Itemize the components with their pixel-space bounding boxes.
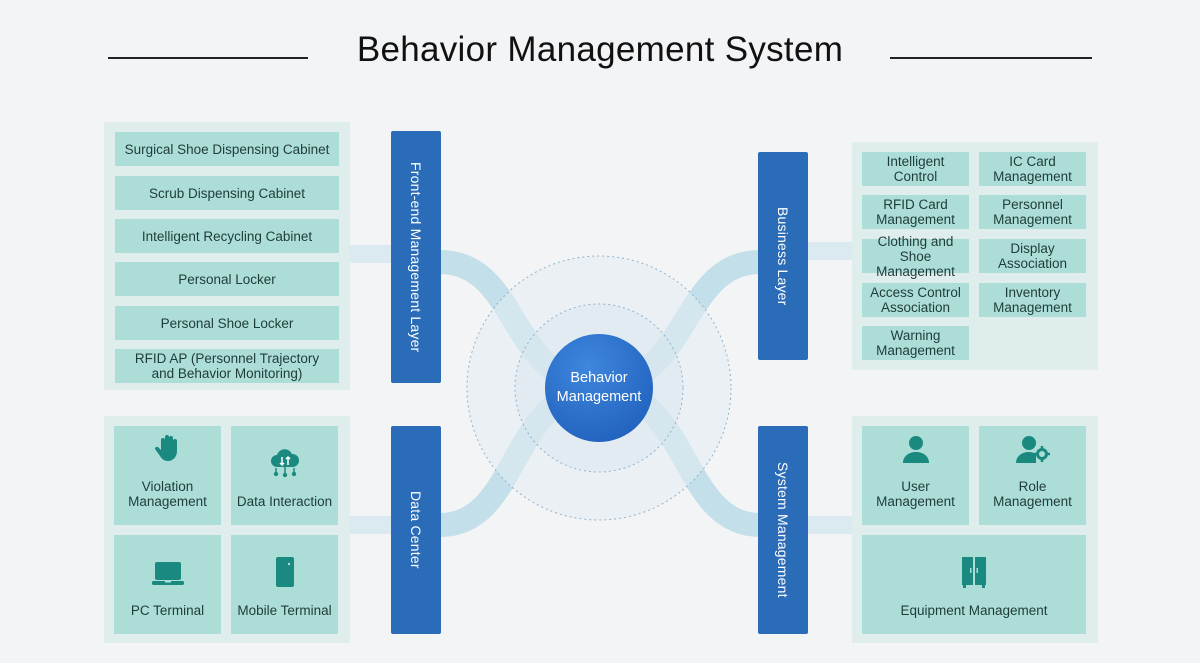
- user-management-card[interactable]: User Management: [862, 426, 969, 525]
- title-rule-right: [890, 57, 1092, 59]
- business-item-clothing-shoe[interactable]: Clothing and Shoe Management: [862, 234, 969, 279]
- business-item-ic-card[interactable]: IC Card Management: [979, 152, 1086, 186]
- violation-management-card[interactable]: Violation Management: [114, 426, 221, 525]
- behavior-management-hub[interactable]: Behavior Management: [545, 334, 653, 442]
- mobile-terminal-card[interactable]: Mobile Terminal: [231, 535, 338, 634]
- business-item-display-association[interactable]: Display Association: [979, 239, 1086, 273]
- user-gear-icon: [1015, 419, 1050, 467]
- front-end-item[interactable]: Personal Locker: [115, 262, 339, 296]
- equipment-management-card[interactable]: Equipment Management: [862, 535, 1086, 634]
- business-item-intelligent-control[interactable]: Intelligent Control: [862, 152, 969, 186]
- front-end-item[interactable]: RFID AP (Personnel Trajectory and Behavi…: [115, 349, 339, 383]
- cabinet-icon: [961, 541, 987, 591]
- front-end-layer-bar[interactable]: Front-end Management Layer: [391, 131, 441, 383]
- user-icon: [901, 419, 931, 467]
- connector-business: [808, 242, 852, 260]
- connector-system: [808, 516, 852, 534]
- business-item-inventory[interactable]: Inventory Management: [979, 283, 1086, 317]
- front-end-item[interactable]: Intelligent Recycling Cabinet: [115, 219, 339, 253]
- role-management-card[interactable]: Role Management: [979, 426, 1086, 525]
- pc-terminal-card[interactable]: PC Terminal: [114, 535, 221, 634]
- mobile-phone-icon: [274, 541, 296, 591]
- cloud-sync-icon: [268, 432, 302, 482]
- connector-data-center: [350, 516, 392, 534]
- front-end-item[interactable]: Personal Shoe Locker: [115, 306, 339, 340]
- connector-front-end: [350, 245, 392, 263]
- business-item-personnel[interactable]: Personnel Management: [979, 195, 1086, 229]
- data-interaction-card[interactable]: Data Interaction: [231, 426, 338, 525]
- business-item-rfid-card[interactable]: RFID Card Management: [862, 195, 969, 229]
- system-management-bar[interactable]: System Management: [758, 426, 808, 634]
- business-layer-bar[interactable]: Business Layer: [758, 152, 808, 360]
- hand-icon: [152, 417, 184, 467]
- front-end-panel: [104, 122, 350, 390]
- business-item-access-control[interactable]: Access Control Association: [862, 283, 969, 317]
- title-rule-left: [108, 57, 308, 59]
- front-end-item[interactable]: Scrub Dispensing Cabinet: [115, 176, 339, 210]
- page-title: Behavior Management System: [356, 30, 844, 69]
- data-center-bar[interactable]: Data Center: [391, 426, 441, 634]
- front-end-item[interactable]: Surgical Shoe Dispensing Cabinet: [115, 132, 339, 166]
- business-item-warning[interactable]: Warning Management: [862, 326, 969, 360]
- laptop-icon: [151, 545, 185, 591]
